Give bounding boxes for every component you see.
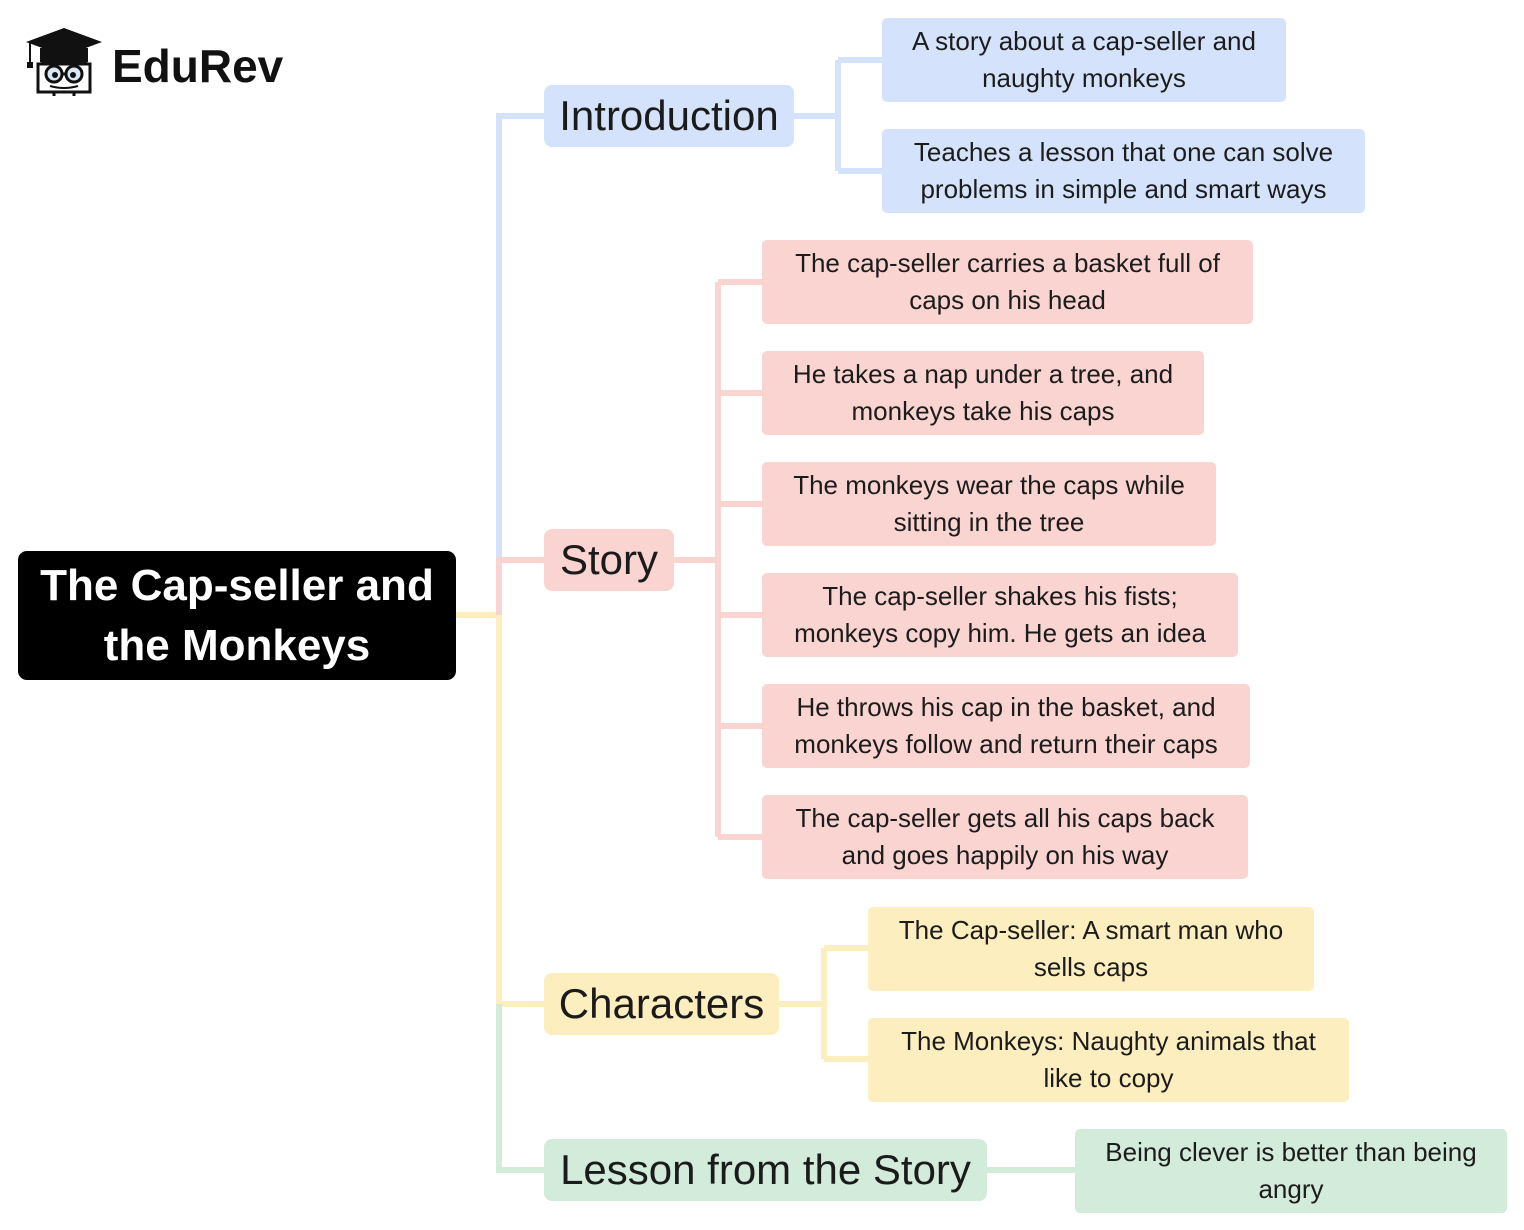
story-leaf-connectors bbox=[674, 279, 762, 840]
leaf-line: The Cap-seller: A smart man who bbox=[898, 915, 1284, 945]
leaf-line: angry bbox=[1258, 1174, 1324, 1204]
leaf-line: A story about a cap-seller and bbox=[912, 26, 1256, 56]
characters-leaf-2: The Monkeys: Naughty animals that like to… bbox=[868, 1018, 1349, 1102]
characters-trunk bbox=[496, 615, 544, 1007]
leaf-line: sells caps bbox=[1033, 952, 1149, 982]
leaf-line: sitting in the tree bbox=[893, 507, 1085, 537]
brand-logo bbox=[24, 24, 294, 100]
story-leaf-6: The cap-seller gets all his caps back and… bbox=[762, 795, 1248, 879]
story-leaf-1: The cap-seller carries a basket full of c… bbox=[762, 240, 1253, 324]
leaf-line: Teaches a lesson that one can solve bbox=[913, 137, 1334, 167]
leaf-line: caps on his head bbox=[909, 285, 1106, 315]
leaf-line: The cap-seller carries a basket full of bbox=[795, 248, 1220, 278]
leaf-line: The Monkeys: Naughty animals that bbox=[901, 1026, 1316, 1056]
branch-introduction: Introduction bbox=[544, 85, 794, 147]
root-title-line2: the Monkeys bbox=[103, 620, 371, 670]
graduation-cap-owl-icon bbox=[26, 28, 102, 96]
root-node: The Cap-seller and the Monkeys bbox=[18, 551, 456, 680]
branch-story: Story bbox=[544, 529, 674, 591]
leaf-line: and goes happily on his way bbox=[841, 840, 1169, 870]
leaf-line: problems in simple and smart ways bbox=[920, 174, 1327, 204]
intro-leaf-1: A story about a cap-seller and naughty mo… bbox=[882, 18, 1286, 102]
lesson-trunk bbox=[496, 1004, 544, 1173]
root-title-line1: The Cap-seller and bbox=[40, 560, 434, 610]
story-leaf-2: He takes a nap under a tree, and monkeys … bbox=[762, 351, 1204, 435]
leaf-line: Being clever is better than being bbox=[1105, 1137, 1477, 1167]
intro-leaf-2: Teaches a lesson that one can solve probl… bbox=[882, 129, 1365, 213]
leaf-line: The cap-seller shakes his fists; bbox=[822, 581, 1178, 611]
story-trunk bbox=[496, 557, 544, 615]
leaf-line: He takes a nap under a tree, and bbox=[792, 359, 1174, 389]
intro-trunk bbox=[496, 113, 544, 560]
leaf-line: He throws his cap in the basket, and bbox=[796, 692, 1216, 722]
leaf-line: monkeys follow and return their caps bbox=[794, 729, 1218, 759]
characters-leaf-1: The Cap-seller: A smart man who sells cap… bbox=[868, 907, 1314, 991]
leaf-line: monkeys copy him. He gets an idea bbox=[794, 618, 1206, 648]
story-leaf-3: The monkeys wear the caps while sitting i… bbox=[762, 462, 1216, 546]
leaf-line: naughty monkeys bbox=[982, 63, 1186, 93]
lesson-leaf-1: Being clever is better than being angry bbox=[1075, 1129, 1507, 1213]
leaf-line: monkeys take his caps bbox=[851, 396, 1115, 426]
leaf-line: The cap-seller gets all his caps back bbox=[795, 803, 1215, 833]
branch-characters: Characters bbox=[544, 973, 779, 1035]
branch-lesson: Lesson from the Story bbox=[544, 1139, 987, 1201]
story-leaf-5: He throws his cap in the basket, and monk… bbox=[762, 684, 1250, 768]
characters-leaf-connectors bbox=[779, 945, 868, 1062]
story-leaf-4: The cap-seller shakes his fists; monkeys … bbox=[762, 573, 1238, 657]
brand-name: EduRev bbox=[112, 40, 284, 92]
leaf-line: like to copy bbox=[1043, 1063, 1174, 1093]
intro-leaf-connectors bbox=[794, 57, 882, 174]
leaf-line: The monkeys wear the caps while bbox=[793, 470, 1185, 500]
